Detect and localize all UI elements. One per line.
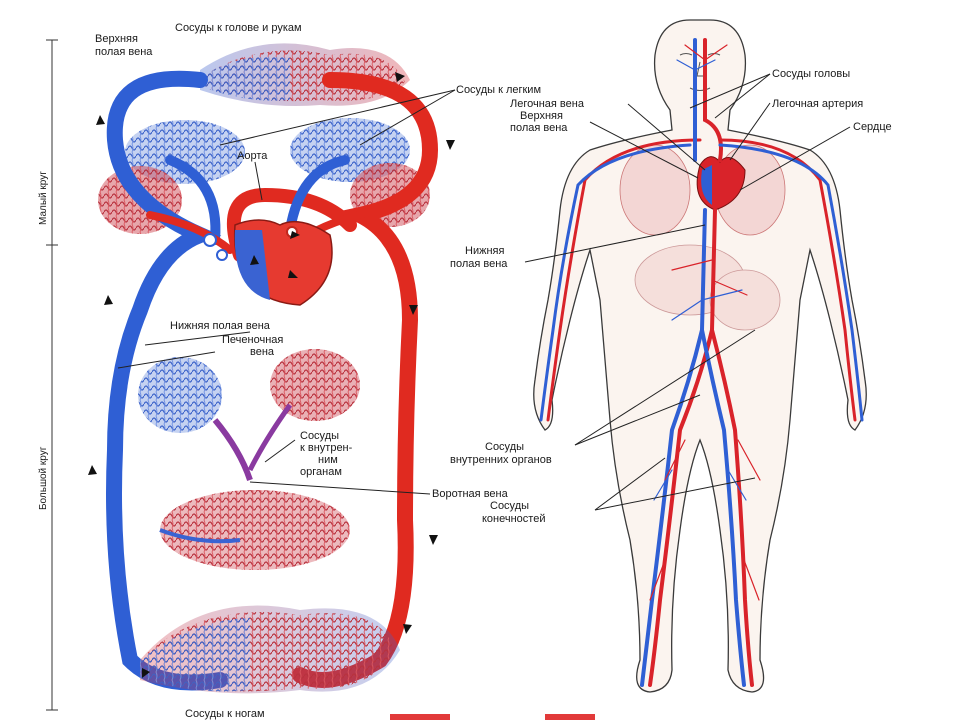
flow-arrows bbox=[88, 72, 455, 678]
label-legs-vessels: Сосуды к ногам bbox=[185, 708, 265, 720]
circle-scale bbox=[46, 39, 58, 711]
label-portal-vein-left: Воротная вена bbox=[432, 488, 508, 500]
label-internal-line2: к внутрен- bbox=[300, 442, 353, 454]
heart-left-diagram bbox=[203, 219, 333, 306]
label-internal-line4: органам bbox=[300, 466, 342, 478]
label-organs-line1: Сосуды bbox=[485, 441, 525, 453]
label-svc-right-line1: Верхняя bbox=[520, 110, 563, 122]
label-big-circle: Большой круг bbox=[38, 446, 49, 510]
label-svc-right-line2: полая вена bbox=[510, 122, 568, 134]
label-limbs-line2: конечностей bbox=[482, 513, 546, 525]
label-head-arms-vessels: Сосуды к голове и рукам bbox=[175, 22, 302, 34]
label-hepatic-line2: вена bbox=[250, 346, 275, 358]
label-ivc-right-line2: полая вена bbox=[450, 258, 508, 270]
label-pulmonary-vein: Легочная вена bbox=[510, 98, 584, 110]
legs-capillary-bed bbox=[140, 605, 400, 694]
label-ivc: Нижняя полая вена bbox=[170, 320, 270, 332]
label-pulmonary-artery: Легочная артерия bbox=[772, 98, 864, 110]
label-hepatic-line1: Печеночная bbox=[222, 334, 284, 346]
left-leader-lines bbox=[117, 89, 456, 495]
label-internal-line1: Сосуды bbox=[300, 430, 340, 442]
internal-organ-capillaries bbox=[138, 349, 360, 570]
label-aorta: Аорта bbox=[237, 150, 268, 162]
human-figure bbox=[533, 19, 867, 693]
figure-vessels bbox=[539, 38, 864, 687]
label-lung-vessels: Сосуды к легким bbox=[456, 84, 542, 96]
label-svc-line1: Верхняя bbox=[95, 33, 138, 45]
label-internal-line3: ним bbox=[318, 454, 338, 466]
label-small-circle: Малый круг bbox=[38, 171, 49, 225]
right-leader-lines bbox=[524, 73, 851, 511]
label-limbs-line1: Сосуды bbox=[490, 500, 530, 512]
label-head-vessels: Сосуды головы bbox=[772, 68, 851, 80]
label-organs-line2: внутренних органов bbox=[450, 454, 552, 466]
head-arms-capillary-bed bbox=[200, 43, 410, 106]
label-svc-line2: полая вена bbox=[95, 46, 153, 58]
label-ivc-right-line1: Нижняя bbox=[465, 245, 505, 257]
bottom-fragments bbox=[390, 714, 595, 720]
label-heart: Сердце bbox=[853, 121, 892, 133]
